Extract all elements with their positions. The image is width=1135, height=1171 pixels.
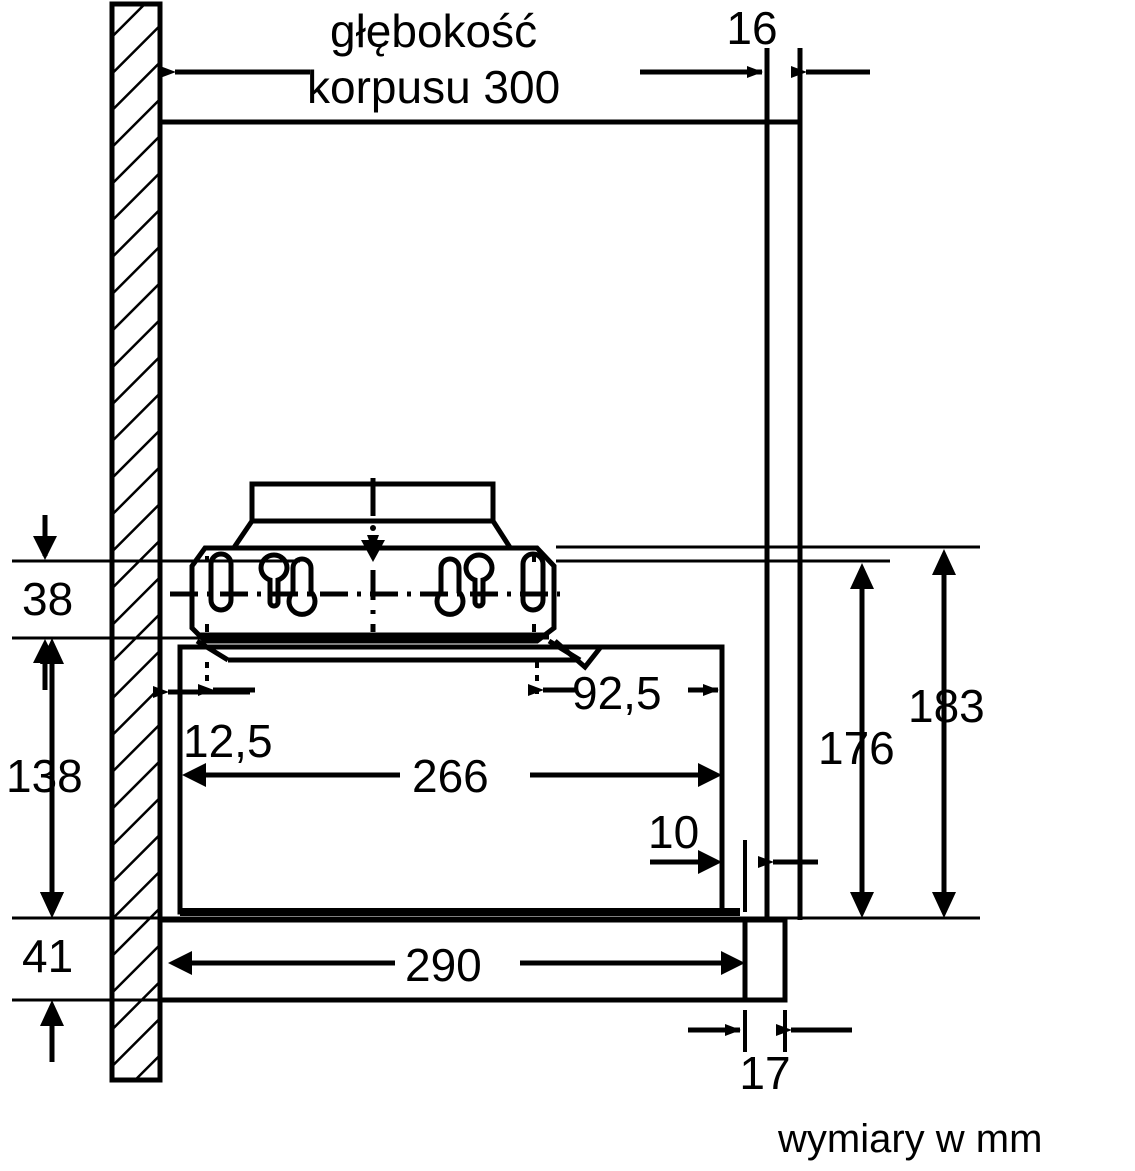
dimension-266: 266 <box>182 750 722 802</box>
dimension-138-label: 138 <box>6 750 83 802</box>
dimension-290: 290 <box>168 939 745 991</box>
hood-body <box>177 638 740 916</box>
depth-label-line1: głębokość <box>330 5 537 57</box>
dimension-12-5: 12,5 <box>183 662 273 767</box>
dimension-10-label: 10 <box>648 806 699 858</box>
dimension-41-label: 41 <box>22 930 73 982</box>
dimension-41: 41 <box>12 876 160 1062</box>
pullout-drawer <box>157 917 788 1003</box>
bracket-keyhole-slots <box>208 551 546 617</box>
dimension-176-label: 176 <box>818 722 895 774</box>
dimension-17-label: 17 <box>739 1047 790 1099</box>
dimension-138: 138 <box>6 638 160 920</box>
dimension-16-label: 16 <box>726 2 777 54</box>
dimension-183: 183 <box>556 545 985 918</box>
dimension-92-5: 92,5 <box>528 662 719 719</box>
duct-outlet <box>230 481 514 551</box>
dimension-17: 17 <box>688 1010 852 1099</box>
mounting-bracket <box>189 545 557 644</box>
units-note: wymiary w mm <box>777 1117 1042 1161</box>
dimension-10: 10 <box>648 806 818 912</box>
dimension-12-5-label: 12,5 <box>183 715 273 767</box>
dimension-266-label: 266 <box>412 750 489 802</box>
dimension-183-label: 183 <box>908 680 985 732</box>
dimension-92-5-label: 92,5 <box>572 667 662 719</box>
dimension-290-label: 290 <box>405 939 482 991</box>
depth-label-line2: korpusu 300 <box>307 61 560 113</box>
dimension-38: 38 <box>12 515 300 690</box>
wall-section <box>109 1 163 1083</box>
dimension-176: 176 <box>556 559 895 918</box>
dimension-16: 16 <box>726 2 870 122</box>
depth-dimension: głębokość korpusu 300 <box>160 5 763 113</box>
dimension-38-label: 38 <box>22 573 73 625</box>
